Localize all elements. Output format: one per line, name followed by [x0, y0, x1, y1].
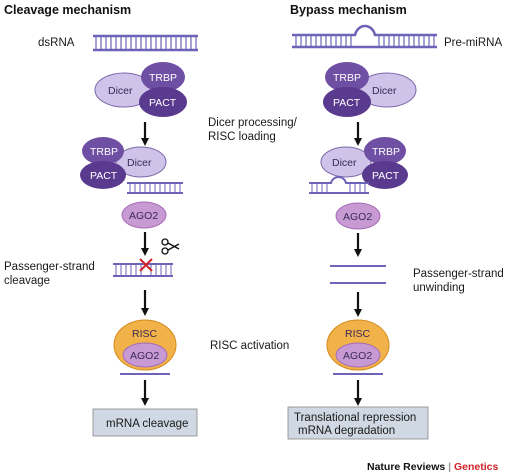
label-risc-loading: RISC loading [208, 131, 276, 143]
scissors-icon [161, 238, 180, 255]
cleavage-mark-icon [139, 258, 153, 272]
ago2-label: AGO2 [130, 350, 159, 362]
label-risc-activation: RISC activation [210, 340, 289, 352]
title-bypass-mechanism: Bypass mechanism [290, 3, 407, 17]
pact-label: PACT [333, 97, 361, 109]
pact-ellipse [323, 87, 371, 117]
label-passenger-strand-cleavage-1: Passenger-strand [4, 261, 95, 273]
right-loading-complex: Dicer TRBP PACT AGO2 [309, 137, 408, 230]
outcome-mrna-cleavage: mRNA cleavage [106, 418, 188, 430]
label-passenger-strand-unwinding-1: Passenger-strand [413, 268, 504, 280]
pact-ellipse [139, 87, 187, 117]
pact-ellipse [362, 161, 408, 189]
pact-label: PACT [372, 170, 400, 182]
label-passenger-strand-cleavage-2: cleavage [4, 275, 50, 287]
ago2-label: AGO2 [343, 211, 372, 223]
dsrna-duplex [93, 34, 198, 52]
risc-label: RISC [345, 328, 371, 340]
right-risc-complex: RISC AGO2 [326, 319, 390, 371]
ago2-ellipse [335, 202, 381, 230]
trbp-ellipse [82, 137, 124, 165]
dicer-label: Dicer [332, 157, 357, 169]
title-cleavage-mechanism: Cleavage mechanism [4, 3, 131, 17]
outcome-mrna-degradation: mRNA degradation [298, 425, 395, 437]
credit-journal: Nature Reviews [367, 461, 445, 473]
pre-mirna-hairpin [292, 24, 437, 49]
dicer-ellipse [115, 146, 167, 178]
left-loading-complex: Dicer TRBP PACT AGO2 [80, 137, 183, 229]
risc-label: RISC [132, 328, 158, 340]
trbp-label: TRBP [149, 72, 177, 84]
pact-ellipse [80, 161, 126, 189]
credit-section: Genetics [454, 461, 499, 473]
ago2-ellipse [121, 201, 167, 229]
left-dicer-trbp-pact-complex: Dicer TRBP PACT [94, 62, 187, 117]
credit-line: Nature Reviews | Genetics [367, 461, 498, 473]
ago2-ellipse [122, 342, 168, 368]
dicer-ellipse [320, 146, 372, 178]
trbp-ellipse [364, 137, 406, 165]
outcome-translational-repression: Translational repression [294, 412, 416, 424]
ago2-label: AGO2 [129, 210, 158, 222]
pact-label: PACT [149, 97, 177, 109]
dicer-label: Dicer [127, 157, 152, 169]
label-pre-mirna: Pre-miRNA [444, 37, 502, 49]
trbp-ellipse [325, 62, 369, 92]
trbp-label: TRBP [90, 146, 118, 158]
trbp-ellipse [141, 62, 185, 92]
label-dicer-processing: Dicer processing/ [208, 117, 298, 129]
outcome-box-right: Translational repression mRNA degradatio… [287, 406, 429, 440]
dicer-label: Dicer [372, 85, 397, 97]
cleaved-duplex [113, 258, 173, 277]
label-passenger-strand-unwinding-2: unwinding [413, 282, 465, 294]
left-risc-complex: RISC AGO2 [113, 319, 177, 371]
unwound-strands [330, 265, 386, 284]
trbp-label: TRBP [333, 72, 361, 84]
label-dsrna: dsRNA [38, 37, 75, 49]
pact-label: PACT [90, 170, 118, 182]
credit-separator: | [445, 461, 454, 473]
ago2-label: AGO2 [343, 350, 372, 362]
right-trbp-pact-dicer-complex: Dicer TRBP PACT [323, 62, 417, 117]
dicer-label: Dicer [108, 85, 133, 97]
ago2-ellipse [335, 342, 381, 368]
trbp-label: TRBP [372, 146, 400, 158]
outcome-box-left: mRNA cleavage [92, 408, 198, 437]
